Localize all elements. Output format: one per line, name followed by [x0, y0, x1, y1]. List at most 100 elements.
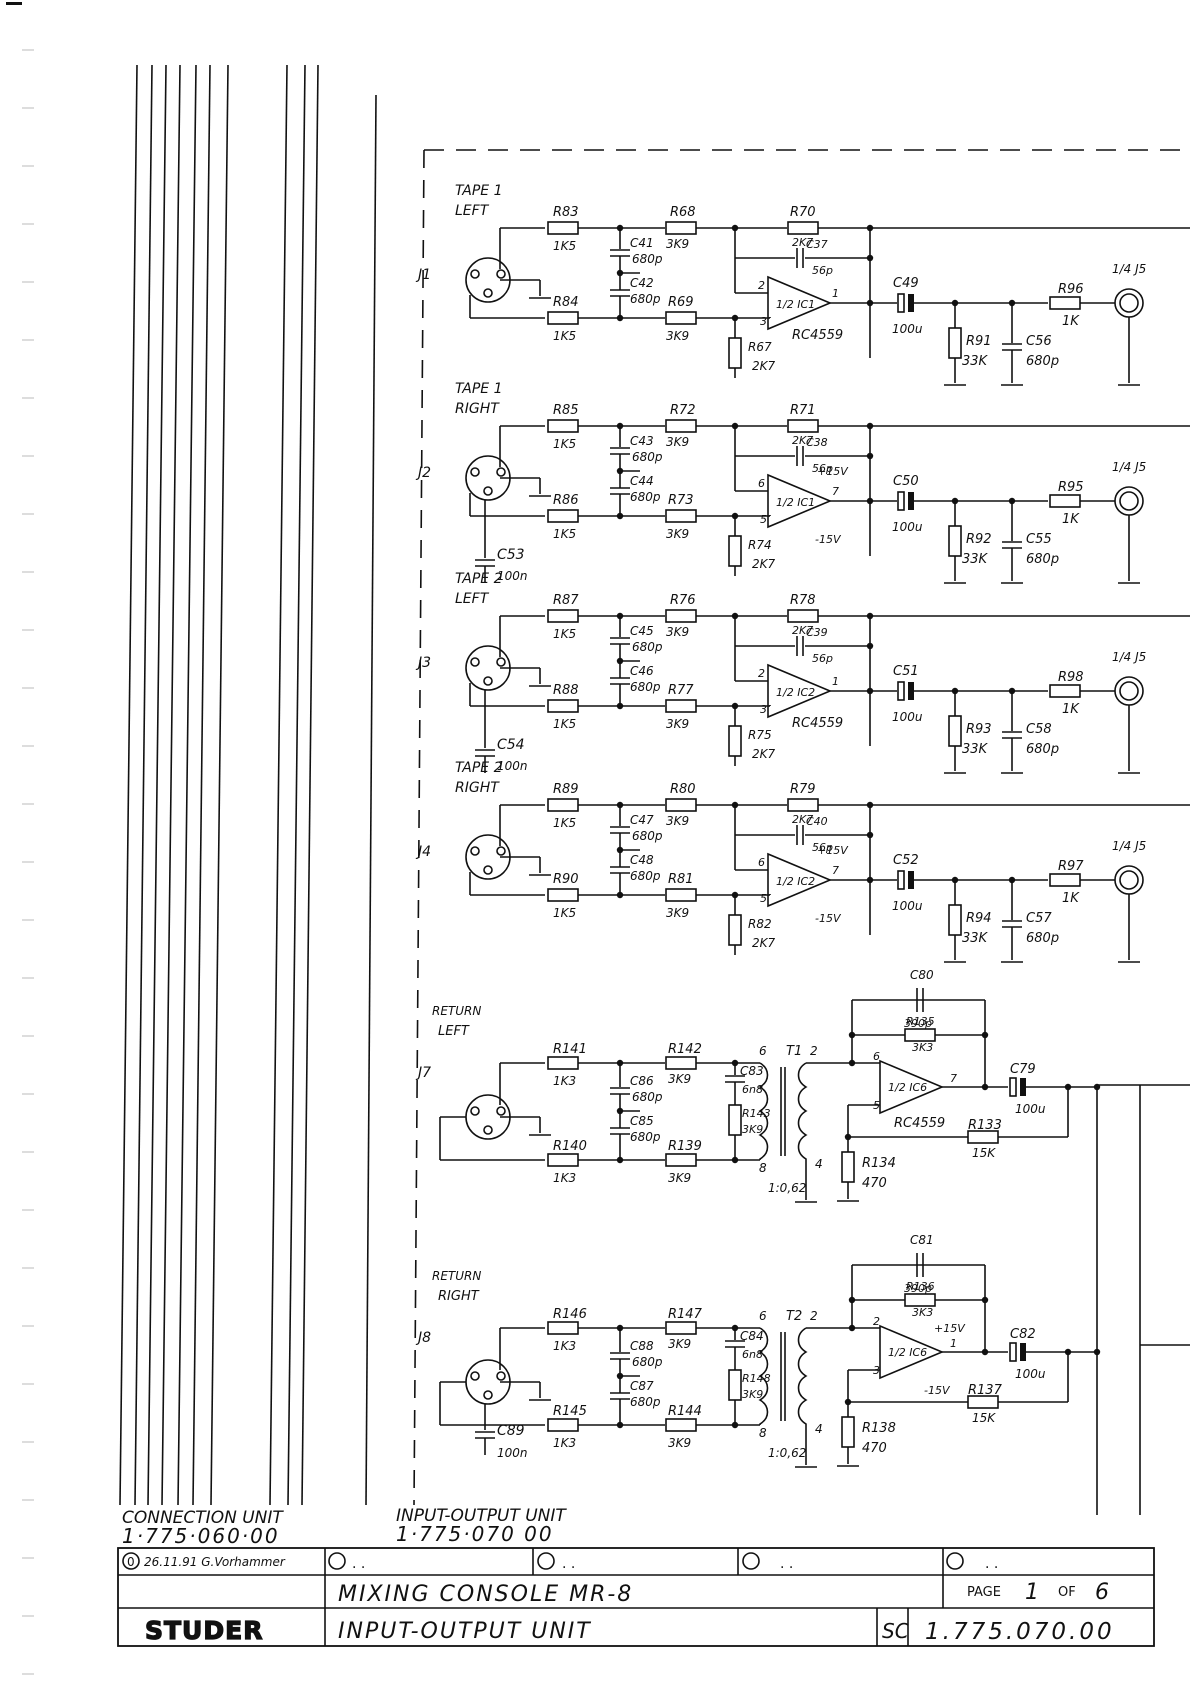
ground-resistor [841, 1151, 855, 1183]
text: R146 [553, 1307, 587, 1322]
opamp-type: RC4559 [894, 1116, 945, 1131]
jack-label: 1/4 J5 [1112, 839, 1146, 853]
text: 2K7 [792, 813, 813, 826]
load-resistor [948, 904, 962, 936]
xlr-pin [470, 467, 480, 477]
resistor-a [665, 1321, 697, 1335]
text: 680p [630, 292, 661, 306]
text: C45 [630, 624, 654, 638]
opamp-label: 1/2 IC6 [888, 1081, 927, 1094]
xlr-pin [483, 1390, 493, 1400]
opamp-type: RC4559 [792, 328, 843, 343]
text: R93 [966, 722, 992, 737]
text: C46 [630, 664, 654, 678]
text: 1K5 [553, 527, 576, 541]
text: 100u [1015, 1102, 1046, 1116]
connector-label: J3 [415, 655, 431, 671]
text: 56p [812, 652, 833, 665]
text: 4 [815, 1422, 823, 1436]
text: R96 [1058, 282, 1084, 297]
ground-resistor [728, 725, 742, 757]
xlr-pin [470, 846, 480, 856]
revision-empty-3: . . [562, 1556, 575, 1572]
io-unit-label: INPUT-OUTPUT UNIT [396, 1506, 567, 1526]
text: C44 [630, 474, 654, 488]
text: C82 [1010, 1327, 1036, 1342]
return-channel: LEFT [438, 1024, 470, 1039]
text: 100u [892, 520, 923, 534]
secondary-resistor [728, 1104, 742, 1136]
jack-label: 1/4 J5 [1112, 262, 1146, 276]
text: 3K9 [666, 814, 689, 828]
text: 680p [632, 829, 663, 843]
xlr-pin [496, 269, 506, 279]
xlr-pin [483, 288, 493, 298]
jack-socket-inner [1119, 293, 1139, 313]
text: C48 [630, 853, 654, 867]
revision-circle-3 [537, 1552, 555, 1570]
load-resistor [948, 715, 962, 747]
text: 33K [962, 354, 989, 369]
return-name: RETURN [432, 1269, 481, 1283]
text: 3K9 [666, 717, 689, 731]
text: 680p [630, 680, 661, 694]
text: R84 [553, 295, 579, 310]
transformer-ratio: 1:0,62 [768, 1446, 806, 1460]
load-resistor [948, 525, 962, 557]
text: 2K7 [752, 747, 776, 761]
text: R97 [1058, 859, 1084, 874]
text: 2K7 [792, 236, 813, 249]
text: C83 [740, 1064, 764, 1078]
text: C40 [806, 815, 828, 828]
text: 1K3 [553, 1339, 576, 1353]
coupling-capacitor [897, 681, 905, 701]
pin-noninverting: 5 [760, 513, 767, 526]
transformer-primary [758, 1327, 769, 1425]
text: 390p [904, 1282, 932, 1295]
unit-boundary-dashed [413, 149, 425, 1506]
junction-dot [866, 452, 874, 460]
text: 33K [962, 931, 989, 946]
stage-channel: LEFT [455, 203, 490, 219]
text: 1K5 [553, 717, 576, 731]
text: R73 [668, 493, 694, 508]
text: 3K9 [666, 625, 689, 639]
feedback-resistor [787, 609, 819, 623]
transformer-secondary [797, 1327, 808, 1425]
pin-inverting: 2 [758, 667, 765, 680]
page-label: PAGE [967, 1585, 1001, 1600]
xlr-pin [483, 486, 493, 496]
text: 2K7 [752, 359, 776, 373]
text: R74 [748, 538, 772, 552]
resistor-in-hot [547, 609, 579, 623]
junction-dot [848, 1031, 856, 1039]
text: 680p [632, 1090, 663, 1104]
opamp-label: 1/2 IC2 [776, 686, 815, 699]
text: C49 [893, 276, 919, 291]
text: 8 [759, 1161, 767, 1175]
revision-empty-4: . . [780, 1556, 793, 1572]
resistor-in-cold [547, 1153, 579, 1167]
text: C47 [630, 813, 654, 827]
junction-dot [981, 1296, 989, 1304]
pin-noninverting: 3 [760, 703, 767, 716]
of-label: OF [1058, 1585, 1076, 1600]
text: 1K3 [553, 1074, 576, 1088]
resistor-b [665, 1153, 697, 1167]
pin-inverting: 6 [758, 477, 765, 490]
feedback-resistor [787, 798, 819, 812]
text: R147 [668, 1307, 703, 1322]
text: R145 [553, 1404, 587, 1419]
text: R141 [553, 1042, 587, 1057]
ground-resistor [728, 914, 742, 946]
text: 3K9 [666, 237, 689, 251]
text: R91 [966, 334, 992, 349]
page-number: 1 [1025, 1580, 1039, 1605]
supply-negative: -15V [815, 912, 842, 925]
resistor-in-cold [547, 509, 579, 523]
text: 3K9 [666, 435, 689, 449]
text: 1K5 [553, 816, 576, 830]
page-total: 6 [1095, 1580, 1109, 1605]
text: R89 [553, 782, 579, 797]
junction-dot [731, 1059, 739, 1067]
